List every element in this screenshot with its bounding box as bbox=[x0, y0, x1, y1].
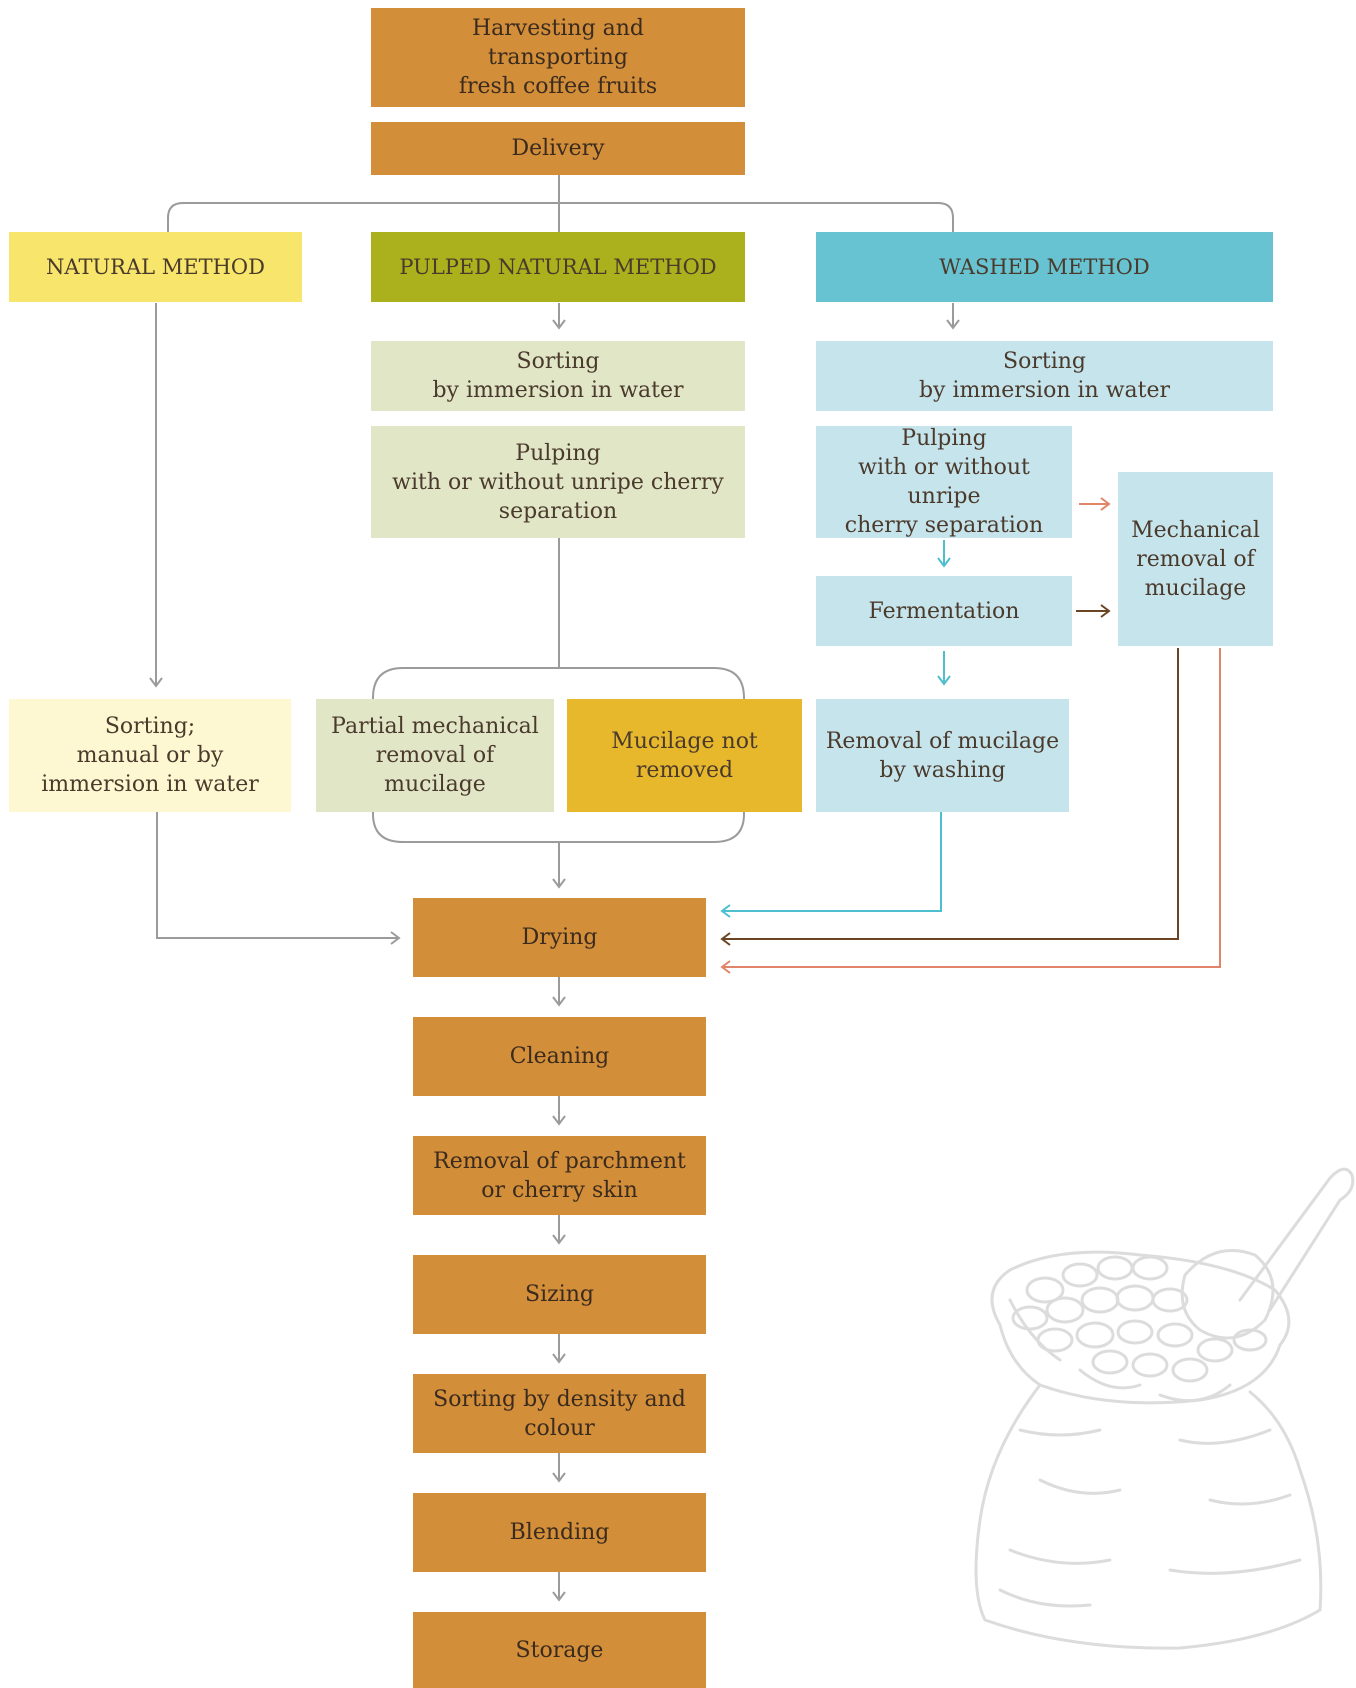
mucilage-bracket-bottom bbox=[372, 812, 745, 843]
coffee-sack-icon bbox=[974, 1167, 1355, 1650]
harvesting-label: Harvesting and transporting fresh coffee… bbox=[458, 16, 658, 99]
pulped-sorting-label: Sorting by immersion in water bbox=[432, 349, 684, 403]
partial-removal-box: Partial mechanical removal of mucilage bbox=[316, 699, 554, 812]
natural-sorting-box: Sorting; manual or by immersion in water bbox=[9, 699, 291, 812]
arrow-mechanical-to-drying-salmon bbox=[720, 648, 1221, 974]
blending-label: Blending bbox=[509, 1520, 610, 1545]
washed-pulping-label: Pulping with or without unripe cherry se… bbox=[844, 426, 1044, 538]
natural-method-label: NATURAL METHOD bbox=[46, 254, 265, 279]
pulped-pulping-box: Pulping with or without unripe cherry se… bbox=[371, 426, 745, 538]
pulped-natural-method-header: PULPED NATURAL METHOD bbox=[371, 232, 745, 302]
delivery-label: Delivery bbox=[511, 136, 605, 161]
arrow-mechanical-to-drying-brown bbox=[720, 648, 1179, 946]
washing-removal-box: Removal of mucilage by washing bbox=[816, 699, 1069, 812]
density-sorting-label: Sorting by density and colour bbox=[433, 1386, 686, 1441]
cleaning-box: Cleaning bbox=[413, 1017, 706, 1096]
drying-box: Drying bbox=[413, 898, 706, 977]
mechanical-removal-box: Mechanical removal of mucilage bbox=[1118, 472, 1273, 646]
washed-sorting-box: Sorting by immersion in water bbox=[816, 341, 1273, 411]
arrow-washing-to-drying bbox=[720, 812, 942, 918]
washing-removal-label: Removal of mucilage by washing bbox=[825, 728, 1060, 783]
mucilage-bracket bbox=[372, 667, 745, 700]
sizing-label: Sizing bbox=[525, 1282, 594, 1307]
arrow-natural-to-drying bbox=[156, 812, 401, 945]
storage-box: Storage bbox=[413, 1612, 706, 1688]
density-sorting-box: Sorting by density and colour bbox=[413, 1374, 706, 1453]
parchment-removal-label: Removal of parchment or cherry skin bbox=[433, 1148, 686, 1203]
washed-sorting-label: Sorting by immersion in water bbox=[918, 349, 1171, 403]
delivery-box: Delivery bbox=[371, 122, 745, 175]
mucilage-not-removed-box: Mucilage not removed bbox=[567, 699, 802, 812]
mucilage-not-removed-label: Mucilage not removed bbox=[611, 728, 758, 783]
blending-box: Blending bbox=[413, 1493, 706, 1572]
washed-pulping-box: Pulping with or without unripe cherry se… bbox=[816, 426, 1072, 538]
drying-label: Drying bbox=[521, 925, 598, 950]
fermentation-box: Fermentation bbox=[816, 576, 1072, 646]
partial-removal-label: Partial mechanical removal of mucilage bbox=[331, 714, 539, 797]
fermentation-label: Fermentation bbox=[868, 598, 1020, 624]
sizing-box: Sizing bbox=[413, 1255, 706, 1334]
natural-method-header: NATURAL METHOD bbox=[9, 232, 302, 302]
pulped-natural-method-label: PULPED NATURAL METHOD bbox=[399, 254, 717, 279]
cleaning-label: Cleaning bbox=[509, 1044, 610, 1069]
pulped-pulping-label: Pulping with or without unripe cherry se… bbox=[392, 440, 724, 524]
mechanical-removal-label: Mechanical removal of mucilage bbox=[1131, 517, 1260, 601]
parchment-removal-box: Removal of parchment or cherry skin bbox=[413, 1136, 706, 1215]
washed-method-label: WASHED METHOD bbox=[939, 254, 1150, 279]
pulped-sorting-box: Sorting by immersion in water bbox=[371, 341, 745, 411]
washed-method-header: WASHED METHOD bbox=[816, 232, 1273, 302]
natural-sorting-label: Sorting; manual or by immersion in water bbox=[41, 714, 259, 797]
branch-line bbox=[167, 202, 954, 232]
storage-label: Storage bbox=[515, 1637, 604, 1663]
harvesting-box: Harvesting and transporting fresh coffee… bbox=[371, 8, 745, 107]
